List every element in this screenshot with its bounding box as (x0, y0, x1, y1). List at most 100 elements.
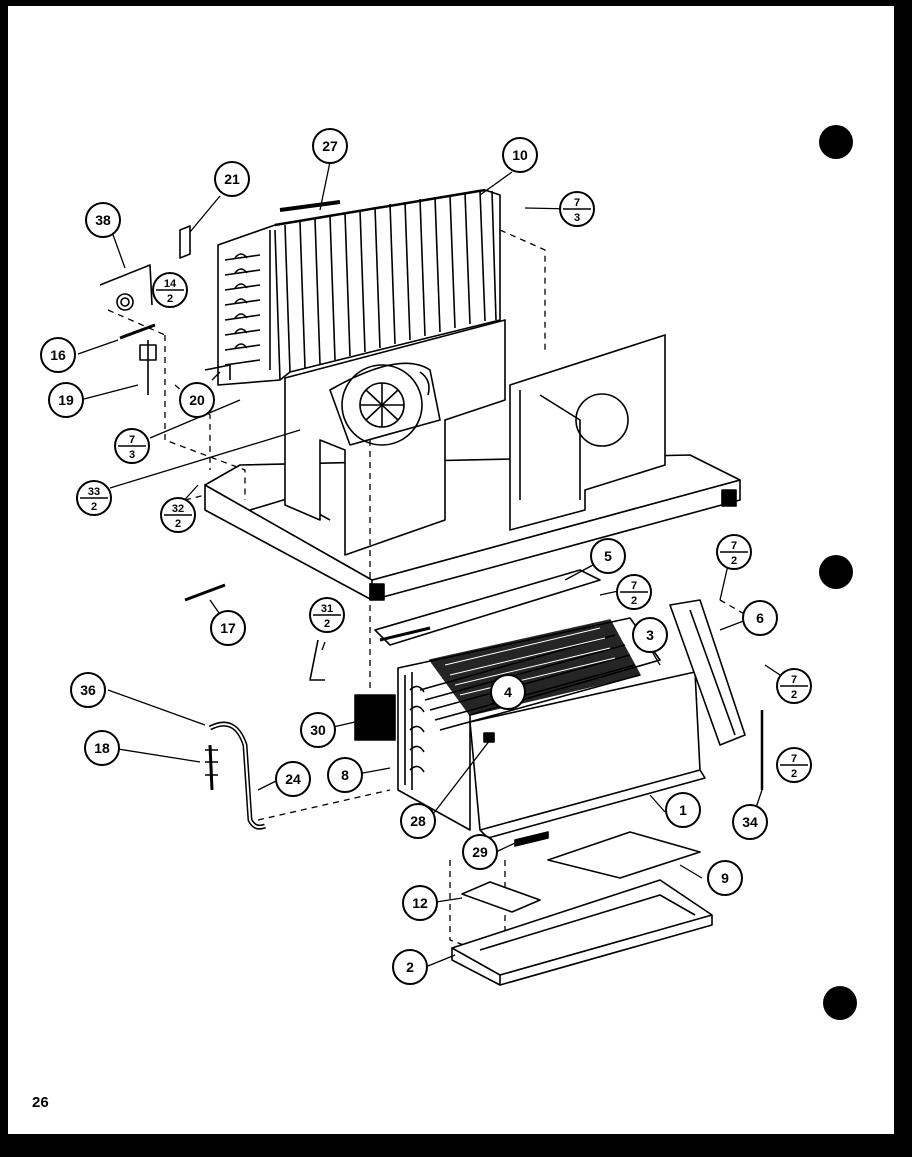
condenser-coil (217, 188, 501, 386)
side-panel (669, 599, 746, 746)
callout-label: 2 (406, 959, 414, 975)
fraction-bottom: 2 (91, 501, 97, 513)
screw (119, 323, 156, 340)
callout-9: 9 (707, 860, 743, 896)
callout-label: 38 (95, 212, 111, 228)
registration-dot-top (819, 125, 853, 159)
small-bracket (179, 225, 191, 259)
callout-label: 1 (679, 802, 687, 818)
callout-3: 3 (632, 617, 668, 653)
fraction-top: 7 (129, 434, 135, 446)
fraction-top: 33 (88, 486, 100, 498)
callout-28: 28 (400, 803, 436, 839)
callout-label: 12 (412, 895, 428, 911)
callout-6: 6 (742, 600, 778, 636)
fraction-top: 7 (731, 540, 737, 552)
callout-16: 16 (40, 337, 76, 373)
fraction-bottom: 2 (175, 518, 181, 530)
fraction-top: 7 (631, 580, 637, 592)
callout-27: 27 (312, 128, 348, 164)
callout-18: 18 (84, 730, 120, 766)
insulation-strip (461, 881, 541, 913)
fraction-bottom: 3 (129, 449, 135, 461)
callout-10: 10 (502, 137, 538, 173)
fraction-bottom: 2 (167, 293, 173, 305)
callout-label: 29 (472, 844, 488, 860)
callout-label: 34 (742, 814, 758, 830)
registration-dot-bottom (823, 986, 857, 1020)
fraction-top: 7 (574, 197, 580, 209)
mesh-screen (354, 694, 396, 741)
fraction-callout-7-2: 72 (776, 668, 812, 704)
drain-tube (208, 721, 266, 830)
callout-20: 20 (179, 382, 215, 418)
fraction-top: 7 (791, 753, 797, 765)
callout-17: 17 (210, 610, 246, 646)
fraction-bottom: 2 (731, 555, 737, 567)
capillary-tube (184, 583, 226, 602)
callout-1: 1 (665, 792, 701, 828)
callout-5: 5 (590, 538, 626, 574)
clip (204, 364, 231, 380)
fraction-top: 14 (164, 278, 177, 290)
drain-tray (451, 879, 713, 986)
fraction-callout-7-2: 72 (776, 747, 812, 783)
fraction-callout-33-2: 332 (76, 480, 112, 516)
callout-29: 29 (462, 834, 498, 870)
callout-label: 21 (224, 171, 240, 187)
fraction-callout-31-2: 312 (309, 597, 345, 633)
fraction-top: 31 (321, 603, 333, 615)
callout-label: 28 (410, 813, 426, 829)
air-deflector (374, 569, 601, 646)
callout-34: 34 (732, 804, 768, 840)
callout-label: 5 (604, 548, 612, 564)
filter (547, 831, 701, 879)
front-grille (469, 671, 706, 839)
fraction-callout-7-3: 73 (559, 191, 595, 227)
callout-label: 30 (310, 722, 326, 738)
callout-24: 24 (275, 761, 311, 797)
callout-36: 36 (70, 672, 106, 708)
callout-12: 12 (402, 885, 438, 921)
fraction-bottom: 2 (324, 618, 330, 630)
partition-wall (509, 334, 666, 531)
registration-dot-middle (819, 555, 853, 589)
bracket-strip (514, 831, 549, 847)
callout-label: 9 (721, 870, 729, 886)
callout-label: 17 (220, 620, 236, 636)
page-number: 26 (32, 1094, 49, 1111)
fraction-callout-14-2: 142 (152, 272, 188, 308)
callout-8: 8 (327, 757, 363, 793)
callout-label: 18 (94, 740, 110, 756)
fan-shroud (284, 319, 506, 556)
callout-19: 19 (48, 382, 84, 418)
callout-label: 19 (58, 392, 74, 408)
callout-label: 16 (50, 347, 66, 363)
fraction-bottom: 2 (791, 768, 797, 780)
callout-label: 20 (189, 392, 205, 408)
callout-4: 4 (490, 674, 526, 710)
fraction-bottom: 3 (574, 212, 580, 224)
fraction-top: 7 (791, 674, 797, 686)
fraction-bottom: 2 (791, 689, 797, 701)
callout-label: 3 (646, 627, 654, 643)
callout-label: 4 (504, 684, 512, 700)
callout-label: 10 (512, 147, 528, 163)
fraction-callout-7-2: 72 (716, 534, 752, 570)
hook-bracket (309, 639, 325, 681)
fraction-callout-7-3: 73 (114, 428, 150, 464)
fraction-callout-7-2: 72 (616, 574, 652, 610)
callout-2: 2 (392, 949, 428, 985)
control-bracket (139, 340, 157, 395)
fraction-bottom: 2 (631, 595, 637, 607)
callout-label: 27 (322, 138, 338, 154)
callout-30: 30 (300, 712, 336, 748)
callout-label: 8 (341, 767, 349, 783)
fraction-callout-32-2: 322 (160, 497, 196, 533)
base-pan (204, 454, 741, 601)
callout-21: 21 (214, 161, 250, 197)
